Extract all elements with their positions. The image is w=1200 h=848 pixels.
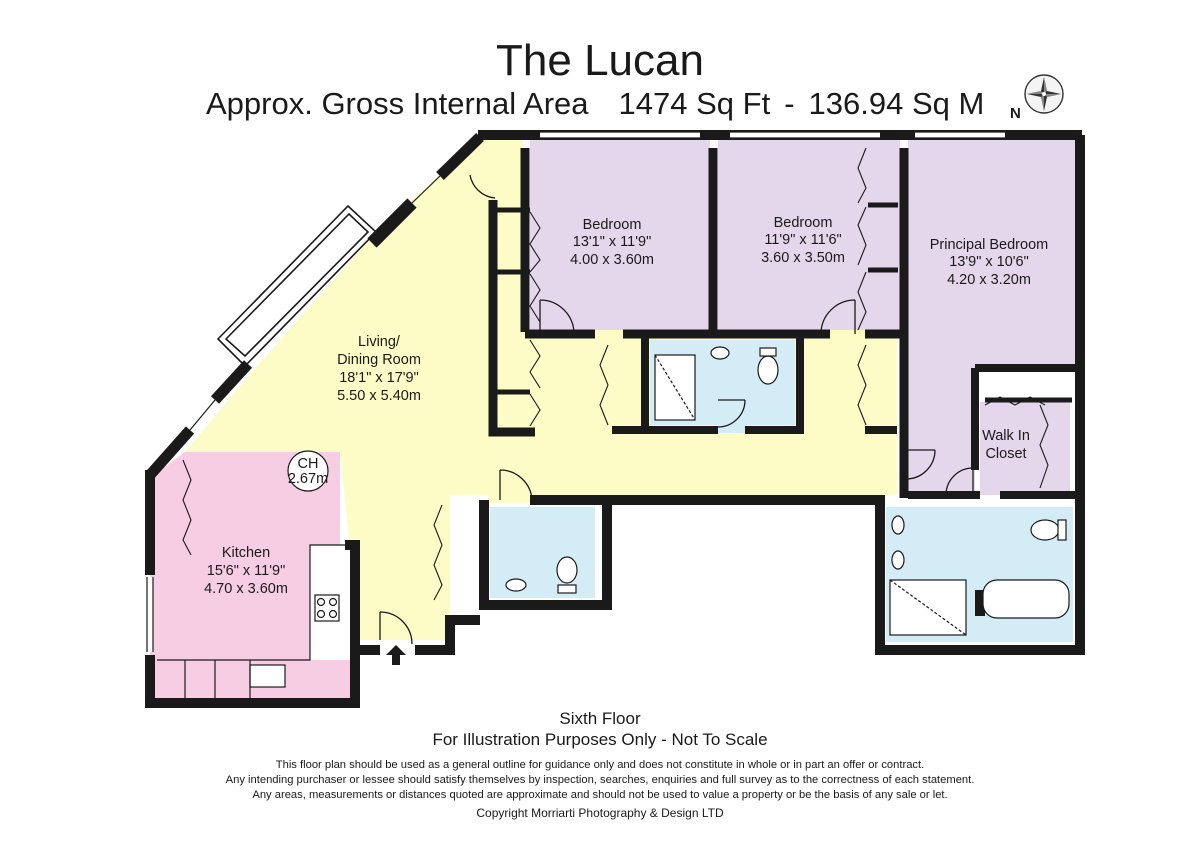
bath-toilet-icon <box>1030 519 1060 541</box>
bath-basin-icon-1 <box>891 515 905 535</box>
room-label-bedroom-2: Bedroom 11'9" x 11'6" 3.60 x 3.50m <box>761 215 845 266</box>
sanitary-fixtures <box>249 346 1070 688</box>
bath-basin-icon-2 <box>891 550 905 570</box>
living-name-line1: Living/ <box>358 334 401 350</box>
disclaimer-line: Any intending purchaser or lessee should… <box>225 774 975 786</box>
closet-name-line2: Closet <box>985 446 1026 462</box>
principal-bedroom-imperial: 13'9" x 10'6" <box>949 254 1029 270</box>
entrance-arrow-icon <box>386 645 406 665</box>
principal-bedroom-fill <box>908 140 1075 495</box>
disclaimer-line: Any areas, measurements or distances quo… <box>252 789 948 801</box>
room-label-walk-in-closet: Walk In Closet <box>982 428 1030 462</box>
closet-name-line1: Walk In <box>982 428 1030 444</box>
area-sqm: 136.94 Sq M <box>808 86 985 121</box>
disclaimer: This floor plan should be used as a gene… <box>0 758 1200 803</box>
area-summary: Approx. Gross Internal Area 1474 Sq Ft-13… <box>206 86 984 122</box>
area-sqft: 1474 Sq Ft <box>618 86 771 121</box>
north-label: N <box>1010 105 1021 122</box>
copyright: Copyright Morriarti Photography & Design… <box>476 806 724 820</box>
kitchen-imperial: 15'6" x 11'9" <box>207 563 285 579</box>
bedroom-2-fill <box>718 140 900 330</box>
room-label-living-dining: Living/ Dining Room 18'1" x 17'9" 5.50 x… <box>337 334 421 404</box>
floor-name: Sixth Floor <box>559 709 641 728</box>
wardrobe-doors <box>182 147 1049 601</box>
toilet-icon <box>757 355 779 385</box>
bedroom-1-imperial: 13'1" x 11'9" <box>573 234 651 250</box>
principal-bedroom-name: Principal Bedroom <box>930 237 1048 253</box>
ceiling-height-label: CH <box>298 456 319 472</box>
door-swings <box>379 174 974 645</box>
plan-title: The Lucan <box>496 36 704 85</box>
bedroom-2-name: Bedroom <box>774 215 833 231</box>
wc-basin-icon <box>505 578 527 592</box>
disclaimer-line: This floor plan should be used as a gene… <box>275 759 925 771</box>
compass-icon: N <box>1010 74 1064 122</box>
kitchen-metric: 4.70 x 3.60m <box>204 581 288 597</box>
room-label-bedroom-1: Bedroom 13'1" x 11'9" 4.00 x 3.60m <box>570 217 654 268</box>
bedroom-2-metric: 3.60 x 3.50m <box>761 250 845 266</box>
floor-caption: Sixth Floor For Illustration Purposes On… <box>0 708 1200 750</box>
ceiling-height-value: 2.67m <box>288 471 328 487</box>
living-metric: 5.50 x 5.40m <box>337 388 421 404</box>
bedroom-1-name: Bedroom <box>583 217 642 233</box>
bathtub-icon <box>982 579 1070 619</box>
kitchen-worktops <box>157 544 345 698</box>
area-separator: - <box>784 86 795 121</box>
wc-toilet-icon <box>556 556 578 584</box>
bedroom-2-imperial: 11'9" x 11'6" <box>764 232 841 248</box>
room-label-kitchen: Kitchen 15'6" x 11'9" 4.70 x 3.60m <box>204 545 288 597</box>
kitchen-name: Kitchen <box>222 545 270 561</box>
ceiling-height-marker: CH 2.67m <box>287 450 329 492</box>
bedroom-1-fill <box>530 140 710 330</box>
windows <box>147 132 1005 652</box>
basin-icon <box>710 346 730 360</box>
kitchen-fill <box>150 452 350 700</box>
bedroom-1-metric: 4.00 x 3.60m <box>570 252 654 268</box>
living-name-line2: Dining Room <box>337 352 421 368</box>
room-label-principal-bedroom: Principal Bedroom 13'9" x 10'6" 4.20 x 3… <box>930 237 1048 288</box>
kitchen-sink-icon <box>249 664 286 688</box>
principal-bedroom-metric: 4.20 x 3.20m <box>947 272 1031 288</box>
area-label: Approx. Gross Internal Area <box>206 86 589 121</box>
scale-note: For Illustration Purposes Only - Not To … <box>432 730 768 749</box>
window-glazing <box>146 131 1005 652</box>
living-imperial: 18'1" x 17'9" <box>339 370 419 386</box>
